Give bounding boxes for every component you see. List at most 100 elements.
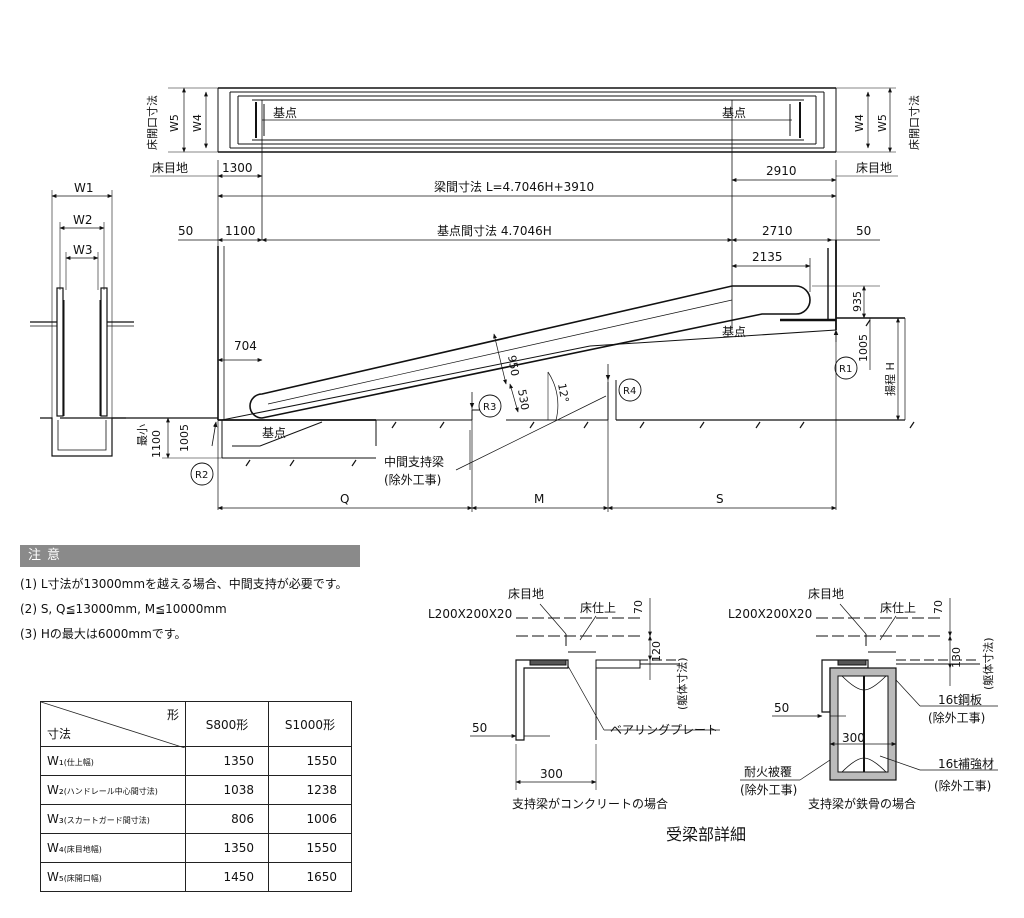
- table-row: W₂(ハンドレール中心間寸法) 1038 1238: [40, 775, 352, 805]
- cd-dim-300: 300: [540, 767, 563, 781]
- dim-1005-right: 1005: [857, 334, 870, 362]
- label-kiten-lower: 基点: [262, 426, 286, 440]
- label-r3: R3: [483, 402, 496, 413]
- table-corner-cell: 形 寸法: [40, 701, 186, 748]
- r4-circle: [618, 378, 642, 402]
- table-row: W₅(床開口幅) 1450 1650: [40, 862, 352, 892]
- detail-concrete: [470, 598, 720, 790]
- label-q: Q: [340, 492, 349, 506]
- label-w4-left: W4: [191, 114, 204, 132]
- r1-circle: [834, 356, 858, 380]
- label-min: 最小: [136, 424, 149, 446]
- cross-section: [30, 190, 134, 457]
- cell-value: 1350: [185, 833, 269, 863]
- dim-1100: 1100: [225, 224, 256, 238]
- plan-view: [150, 87, 898, 330]
- sd-reinforce-excluded: (除外工事): [934, 778, 991, 793]
- label-w1: W1: [74, 181, 94, 195]
- cd-dim-70: 70: [632, 600, 645, 614]
- detail-steel: [740, 598, 998, 781]
- dimension-lines: [178, 160, 880, 512]
- label-rise-h: 揚程 H: [884, 362, 897, 396]
- notes-header: 注意: [20, 545, 360, 567]
- row-label: W₁(仕上幅): [40, 746, 186, 776]
- spec-table: 形 寸法 S800形 S1000形 W₁(仕上幅) 1350 1550 W₂(ハ…: [40, 701, 352, 892]
- row-symbol: W₁: [47, 754, 64, 768]
- dim-935: 935: [851, 291, 864, 312]
- detail-title: 受梁部詳細: [666, 825, 746, 844]
- label-m: M: [534, 492, 544, 506]
- label-yukameji-left: 床目地: [152, 161, 188, 175]
- table-row: W₄(床目地幅) 1350 1550: [40, 833, 352, 863]
- label-w2: W2: [73, 213, 93, 227]
- r2-circle: [190, 462, 214, 486]
- label-r4: R4: [623, 386, 636, 397]
- label-r2: R2: [195, 470, 208, 481]
- label-kiten-plan-left: 基点: [273, 106, 297, 120]
- corner-bottom-label: 寸法: [47, 727, 72, 741]
- dim-min-1100: 1100: [150, 430, 163, 458]
- note-3: (3) Hの最大は6000mmです。: [20, 627, 187, 641]
- cell-value: 1550: [268, 746, 352, 776]
- label-kaikou-right: 床開口寸法: [907, 95, 921, 150]
- sd-angle-steel: L200X200X20: [728, 607, 812, 621]
- column-header-s1000: S1000形: [268, 701, 352, 747]
- cd-caption: 支持梁がコンクリートの場合: [512, 796, 668, 811]
- row-desc: (ハンドレール中心間寸法): [63, 787, 158, 796]
- cell-value: 1238: [268, 775, 352, 805]
- dim-50-right: 50: [856, 224, 871, 238]
- row-label: W₂(ハンドレール中心間寸法): [40, 775, 186, 805]
- label-angle: 12°: [555, 382, 571, 403]
- cell-value: 1038: [185, 775, 269, 805]
- label-r1: R1: [839, 364, 852, 375]
- row-symbol: W₃: [47, 812, 64, 826]
- dim-950: 950: [505, 354, 521, 377]
- sd-fireproof-excluded: (除外工事): [740, 782, 797, 797]
- cell-value: 806: [185, 804, 269, 834]
- dim-2710: 2710: [762, 224, 793, 238]
- label-s: S: [716, 492, 724, 506]
- cd-yukameji: 床目地: [508, 587, 544, 601]
- dim-704: 704: [234, 339, 257, 353]
- dim-1005-left: 1005: [178, 424, 191, 452]
- sd-reinforce: 16t補強材: [938, 757, 994, 771]
- sd-caption: 支持梁が鉄骨の場合: [808, 796, 916, 811]
- label-kiten-plan-right: 基点: [722, 106, 746, 120]
- label-w3: W3: [73, 243, 93, 257]
- cell-value: 1550: [268, 833, 352, 863]
- cd-kutai: (躯体寸法): [675, 657, 689, 710]
- cell-value: 1006: [268, 804, 352, 834]
- row-symbol: W₄: [47, 841, 64, 855]
- cd-dim-120: 120: [650, 641, 663, 662]
- row-symbol: W₅: [47, 870, 64, 884]
- sd-yukameji: 床目地: [808, 587, 844, 601]
- cd-bearing: ベアリングプレート: [610, 723, 718, 737]
- corner-diagonal: [41, 702, 185, 748]
- row-desc: (スカートガード間寸法): [63, 816, 150, 825]
- sd-kutai: (躯体寸法): [981, 637, 995, 690]
- row-label: W₃(スカートガード間寸法): [40, 804, 186, 834]
- corner-top-label: 形: [166, 708, 179, 722]
- table-header-row: 形 寸法 S800形 S1000形: [40, 701, 352, 748]
- cell-value: 1350: [185, 746, 269, 776]
- dim-50-left: 50: [178, 224, 193, 238]
- cd-angle-steel: L200X200X20: [428, 607, 512, 621]
- dim-1300: 1300: [222, 161, 253, 175]
- row-label: W₅(床開口幅): [40, 862, 186, 892]
- sd-steel-plate-excluded: (除外工事): [928, 710, 985, 725]
- label-mid-excluded: (除外工事): [384, 472, 441, 487]
- cell-value: 1650: [268, 862, 352, 892]
- cd-yukashiage: 床仕上: [580, 601, 616, 615]
- dim-L: 梁間寸法 L=4.7046H+3910: [434, 179, 594, 194]
- dim-530: 530: [515, 388, 531, 411]
- sd-dim-70: 70: [932, 600, 945, 614]
- label-w5-right: W5: [876, 114, 889, 132]
- row-desc: (床開口幅): [63, 874, 102, 883]
- table-row: W₃(スカートガード間寸法) 806 1006: [40, 804, 352, 834]
- dim-2910: 2910: [766, 164, 797, 178]
- note-1: (1) L寸法が13000mmを越える場合、中間支持が必要です。: [20, 577, 348, 591]
- row-desc: (床目地幅): [63, 845, 102, 854]
- label-mid-support: 中間支持梁: [384, 454, 444, 469]
- dim-2135: 2135: [752, 250, 783, 264]
- label-kiten-upper: 基点: [722, 325, 746, 339]
